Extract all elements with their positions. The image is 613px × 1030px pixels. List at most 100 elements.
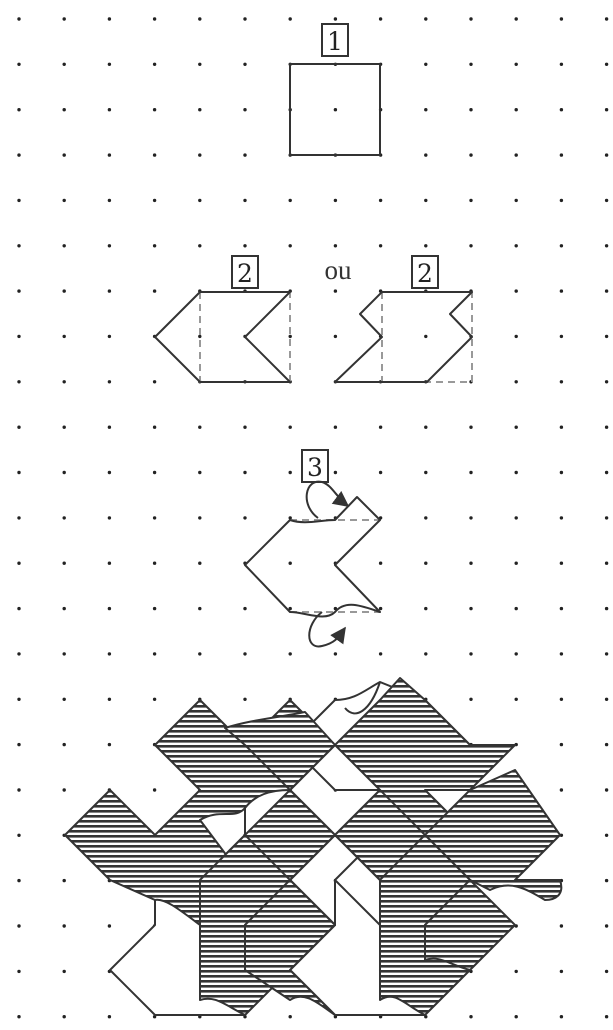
grid-dot [108, 63, 111, 66]
grid-dot [198, 607, 201, 610]
grid-dot [17, 743, 20, 746]
grid-dot [560, 153, 563, 156]
grid-dot [424, 426, 427, 429]
grid-dot [560, 924, 563, 927]
grid-dot [17, 562, 20, 565]
grid-dot [334, 652, 337, 655]
grid-dot [62, 17, 65, 20]
grid-dot [62, 380, 65, 383]
grid-dot [108, 607, 111, 610]
grid-dot [605, 516, 608, 519]
grid-dot [515, 516, 518, 519]
grid-dot [605, 380, 608, 383]
grid-dot [379, 426, 382, 429]
grid-dot [605, 289, 608, 292]
grid-dot [62, 562, 65, 565]
grid-dot [62, 788, 65, 791]
right-variant-zigzag-shape [335, 292, 472, 382]
grid-dot [289, 199, 292, 202]
grid-dot [108, 743, 111, 746]
grid-dot [198, 17, 201, 20]
grid-dot [469, 562, 472, 565]
grid-dot [62, 108, 65, 111]
grid-dot [62, 1015, 65, 1018]
grid-dot [153, 108, 156, 111]
grid-dot [62, 426, 65, 429]
grid-dot [515, 652, 518, 655]
grid-dot [605, 970, 608, 973]
grid-dot [243, 199, 246, 202]
grid-dot [560, 199, 563, 202]
grid-dot [17, 1015, 20, 1018]
grid-dot [515, 426, 518, 429]
grid-dot [469, 63, 472, 66]
grid-dot [153, 426, 156, 429]
grid-dot [108, 652, 111, 655]
grid-dot [153, 788, 156, 791]
grid-dot [198, 652, 201, 655]
grid-dot [153, 698, 156, 701]
grid-dot [334, 471, 337, 474]
grid-dot [560, 562, 563, 565]
grid-dot [289, 1015, 292, 1018]
grid-dot [289, 244, 292, 247]
grid-dot [289, 652, 292, 655]
grid-dot [560, 471, 563, 474]
grid-dot [379, 652, 382, 655]
grid-dot [605, 562, 608, 565]
grid-dot [469, 153, 472, 156]
grid-dot [17, 834, 20, 837]
grid-dot [469, 17, 472, 20]
grid-dot [605, 788, 608, 791]
grid-dot [243, 652, 246, 655]
grid-dot [243, 108, 246, 111]
grid-dot [334, 17, 337, 20]
grid-dot [424, 562, 427, 565]
grid-dot [424, 471, 427, 474]
grid-dot [605, 924, 608, 927]
grid-dot [289, 562, 292, 565]
grid-dot [17, 63, 20, 66]
grid-dot [17, 289, 20, 292]
grid-dot [379, 607, 382, 610]
final-tessellation [65, 678, 561, 1015]
grid-dot [153, 17, 156, 20]
grid-dot [17, 607, 20, 610]
grid-dot [605, 335, 608, 338]
grid-dot [62, 698, 65, 701]
grid-dot [243, 698, 246, 701]
grid-dot [62, 335, 65, 338]
grid-dot [17, 879, 20, 882]
grid-dot [289, 426, 292, 429]
grid-dot [379, 199, 382, 202]
grid-dot [243, 516, 246, 519]
grid-dot [108, 426, 111, 429]
step-3-tile-shape [245, 497, 380, 616]
grid-dot [17, 335, 20, 338]
grid-dot [153, 607, 156, 610]
grid-dot [334, 426, 337, 429]
grid-dot [515, 607, 518, 610]
grid-dot [62, 743, 65, 746]
grid-dot [515, 471, 518, 474]
grid-dot [560, 516, 563, 519]
grid-dot [17, 924, 20, 927]
grid-dot [62, 63, 65, 66]
grid-dot [198, 199, 201, 202]
grid-dot [515, 380, 518, 383]
grid-dot [198, 516, 201, 519]
grid-dot [424, 153, 427, 156]
grid-dot [198, 63, 201, 66]
grid-dot [334, 108, 337, 111]
grid-dot [62, 199, 65, 202]
grid-dot [515, 108, 518, 111]
grid-dot [108, 17, 111, 20]
grid-dot [17, 698, 20, 701]
grid-dot [198, 335, 201, 338]
grid-dot [515, 1015, 518, 1018]
grid-dot [198, 108, 201, 111]
grid-dot [243, 153, 246, 156]
grid-dot [198, 244, 201, 247]
grid-dot [153, 244, 156, 247]
